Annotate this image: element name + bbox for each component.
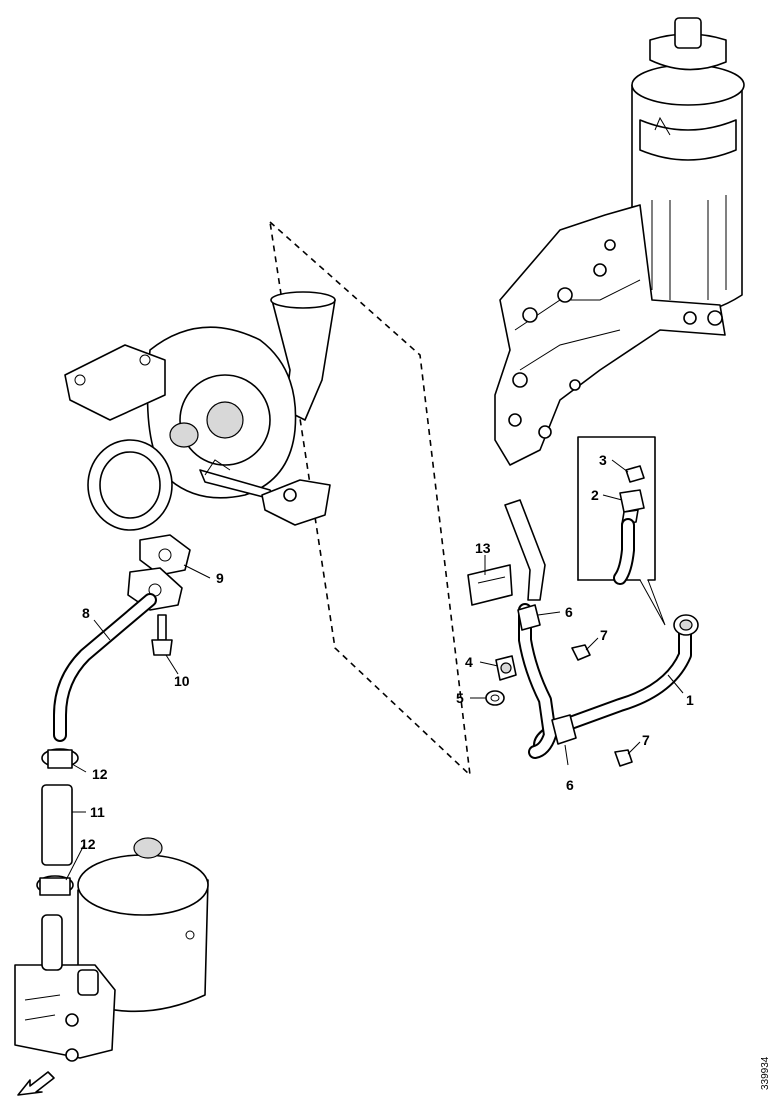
callout-6a: 6 bbox=[565, 604, 573, 620]
front-direction-arrow-icon bbox=[17, 1071, 55, 1096]
callout-4: 4 bbox=[465, 654, 473, 670]
callout-7b: 7 bbox=[642, 732, 650, 748]
return-pipe-assembly bbox=[467, 499, 699, 767]
assembly-boundary bbox=[269, 221, 472, 778]
callout-labels: 1 2 3 4 5 6 6 7 7 8 9 10 11 12 12 13 bbox=[80, 452, 694, 852]
feed-pipe-assembly bbox=[36, 534, 191, 896]
oil-sump bbox=[14, 837, 209, 1062]
oil-filter-housing bbox=[494, 17, 745, 466]
callout-11: 11 bbox=[90, 804, 105, 820]
callout-3: 3 bbox=[599, 452, 607, 468]
leader-lines bbox=[65, 459, 684, 881]
callout-9: 9 bbox=[216, 570, 224, 586]
detail-inset bbox=[577, 436, 666, 626]
callout-10: 10 bbox=[174, 673, 190, 689]
reference-code: 339934 bbox=[760, 1056, 771, 1090]
callout-12b: 12 bbox=[80, 836, 96, 852]
callout-2: 2 bbox=[591, 487, 599, 503]
callout-12a: 12 bbox=[92, 766, 108, 782]
turbocharger bbox=[64, 291, 336, 531]
callout-5: 5 bbox=[456, 690, 464, 706]
callout-7a: 7 bbox=[600, 627, 608, 643]
callout-8: 8 bbox=[82, 605, 90, 621]
callout-13: 13 bbox=[475, 540, 491, 556]
callout-1: 1 bbox=[686, 692, 694, 708]
callout-6b: 6 bbox=[566, 777, 574, 793]
